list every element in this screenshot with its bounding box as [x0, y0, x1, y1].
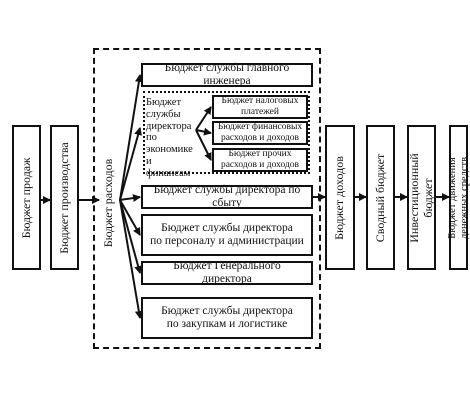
- econ-director-line-3: директора: [146, 120, 192, 132]
- arrow-to-general-director: [119, 199, 143, 274]
- general-director-budget-box: Бюджет Генерального директора: [141, 259, 313, 285]
- investment-budget-box: Инвестиционный бюджет: [407, 125, 436, 270]
- income-budget-box: Бюджет доходов: [325, 125, 355, 270]
- financial-line-2: расходов и доходов: [220, 133, 300, 143]
- procurement-line-1: Бюджет службы директора: [161, 304, 293, 317]
- sales-director-budget-box: Бюджет службы директора по сбыту: [141, 183, 313, 209]
- chief-engineer-budget-label: Бюджет службы главного инженера: [164, 61, 290, 87]
- tax-payments-line-1: Бюджет налоговых: [221, 96, 299, 107]
- econ-director-budget-text: Бюджет службы директора по экономике и ф…: [146, 97, 198, 179]
- sales-budget-box: Бюджет продаж: [12, 125, 41, 270]
- cashflow-line-1: Бюджет движения: [446, 156, 458, 239]
- other-line-1: Бюджет прочих: [228, 149, 292, 160]
- procurement-line-2: по закупкам и логистике: [166, 318, 288, 330]
- arrow-to-sales-director: [119, 194, 141, 202]
- econ-director-line-5: и финансам: [146, 155, 191, 179]
- income-budget-label: Бюджет доходов: [332, 155, 347, 240]
- econ-director-line-2: службы: [146, 108, 181, 120]
- expenses-budget-label-wrap: Бюджет расходов: [98, 130, 120, 275]
- summary-budget-label: Сводный бюджет: [372, 153, 387, 242]
- econ-director-line-1: Бюджет: [146, 97, 182, 108]
- other-budget-box: Бюджет прочих расходов и доходов: [212, 148, 308, 172]
- econ-director-group-frame: [143, 91, 310, 174]
- cashflow-budget-label: Бюджет движения денежных средств: [446, 156, 470, 238]
- sales-director-budget-label: Бюджет службы директора по сбыту: [153, 183, 301, 209]
- expenses-budget-label: Бюджет расходов: [101, 158, 116, 247]
- financial-budget-box: Бюджет финансовых расходов и доходов: [212, 121, 308, 145]
- econ-director-line-4: по экономике: [146, 132, 193, 155]
- other-line-2: расходов и доходов: [220, 160, 300, 170]
- arrow-to-other: [195, 129, 212, 161]
- tax-payments-line-2: платежей: [241, 107, 279, 117]
- arrow-to-hr-director: [119, 199, 141, 236]
- cashflow-line-2: денежных средств: [458, 156, 470, 239]
- investment-line-2: бюджет: [420, 177, 435, 218]
- hr-director-line-2: по персоналу и администрации: [150, 235, 304, 247]
- investment-line-1: Инвестиционный: [406, 152, 421, 243]
- chief-engineer-budget-box: Бюджет службы главного инженера: [141, 61, 313, 87]
- production-budget-box: Бюджет производства: [50, 125, 79, 270]
- general-director-budget-label: Бюджет Генерального директора: [173, 259, 281, 285]
- arrow-to-finance: [195, 127, 212, 136]
- arrow-to-econ-director: [119, 127, 142, 201]
- investment-budget-label: Инвестиционный бюджет: [406, 152, 436, 243]
- hr-director-budget-box: Бюджет службы директора по персоналу и а…: [141, 214, 313, 256]
- sales-budget-label: Бюджет продаж: [18, 157, 33, 238]
- cashflow-budget-box: Бюджет движения денежных средств: [446, 125, 470, 270]
- hr-director-line-1: Бюджет службы директора: [161, 221, 293, 234]
- expenses-group-frame: [93, 48, 321, 349]
- arrow-to-tax: [195, 106, 212, 131]
- tax-payments-budget-box: Бюджет налоговых платежей: [212, 95, 308, 119]
- summary-budget-box: Сводный бюджет: [366, 125, 395, 270]
- financial-line-1: Бюджет финансовых: [217, 122, 303, 133]
- production-budget-label: Бюджет производства: [56, 141, 71, 254]
- procurement-budget-box: Бюджет службы директора по закупкам и ло…: [141, 297, 313, 339]
- arrow-to-procurement: [119, 199, 143, 319]
- arrow-to-chief-engineer: [119, 74, 143, 201]
